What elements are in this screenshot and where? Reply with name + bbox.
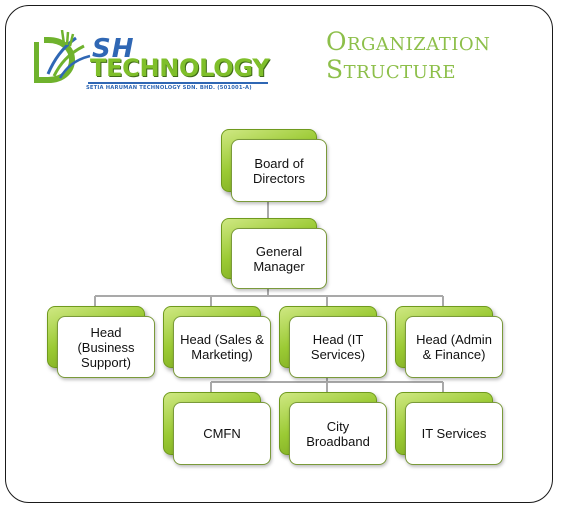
node-label: Board of Directors — [231, 139, 327, 202]
node-it-services: IT Services — [395, 392, 503, 465]
logo-technology-text: TECHNOLOGY — [90, 54, 270, 82]
node-cmfn: CMFN — [163, 392, 271, 465]
node-head-it-services: Head (IT Services) — [279, 306, 387, 378]
node-label: Head (Admin & Finance) — [405, 316, 503, 378]
logo-mark-icon — [34, 30, 91, 83]
node-label: Head (Sales & Marketing) — [173, 316, 271, 378]
node-head-sales-marketing: Head (Sales & Marketing) — [163, 306, 271, 378]
node-label: Head (IT Services) — [289, 316, 387, 378]
logo-subtitle: SETIA HARUMAN TECHNOLOGY SDN. BHD. (5010… — [86, 85, 252, 91]
node-board-of-directors: Board of Directors — [221, 129, 327, 202]
node-head-business-support: Head (Business Support) — [47, 306, 155, 378]
node-label: CMFN — [173, 402, 271, 465]
node-label: Head (Business Support) — [57, 316, 155, 378]
company-logo: SH TECHNOLOGY SETIA HARUMAN TECHNOLOGY S… — [34, 30, 274, 102]
node-general-manager: General Manager — [221, 218, 327, 289]
node-label: IT Services — [405, 402, 503, 465]
node-label: City Broadband — [289, 402, 387, 465]
page-title: Organization Structure — [326, 27, 491, 84]
node-head-admin-finance: Head (Admin & Finance) — [395, 306, 503, 378]
logo-divider — [88, 82, 268, 84]
logo-sh-text: SH — [92, 34, 135, 64]
node-city-broadband: City Broadband — [279, 392, 387, 465]
node-label: General Manager — [231, 228, 327, 289]
